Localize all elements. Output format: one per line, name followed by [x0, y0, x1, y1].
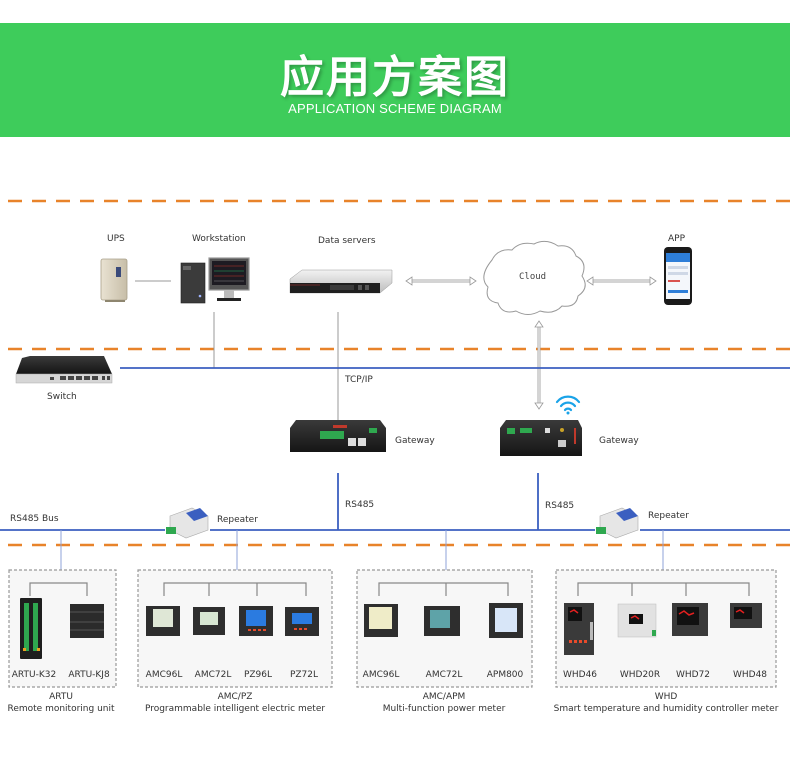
artu-k32-icon — [20, 598, 42, 659]
amc72l-power-meter-icon — [424, 606, 460, 636]
rs485-right-label: RS485 — [545, 501, 574, 511]
mobile-app-icon — [664, 247, 692, 305]
header-banner: 应用方案图 APPLICATION SCHEME DIAGRAM — [0, 23, 790, 137]
pz72l-meter-icon — [285, 607, 319, 636]
device-label: PZ72L — [290, 670, 318, 680]
data-server-icon — [289, 269, 393, 294]
data-servers-label: Data servers — [318, 236, 376, 246]
apm800-meter-icon — [489, 603, 523, 638]
whd20r-controller-icon — [617, 603, 657, 638]
gateway-left-label: Gateway — [395, 436, 435, 446]
group-description: Smart temperature and humidity controlle… — [554, 704, 779, 714]
device-label: PZ96L — [244, 670, 272, 680]
cloud-app-arrow-icon — [586, 276, 657, 286]
gateway-left-icon — [290, 420, 386, 452]
device-label: WHD72 — [676, 670, 710, 680]
whd46-controller-icon — [564, 603, 594, 655]
group-description: Remote monitoring unit — [7, 704, 114, 714]
whd48-controller-icon — [730, 603, 762, 628]
ups-icon — [100, 258, 128, 302]
bracket-amc-apm — [378, 582, 509, 596]
group-description: Multi-function power meter — [383, 704, 506, 714]
group-name: AMC/APM — [423, 692, 466, 702]
server-cloud-arrow-icon — [405, 276, 477, 286]
page-title: 应用方案图 — [280, 52, 510, 103]
repeater-left-label: Repeater — [217, 515, 258, 525]
bracket-whd — [577, 582, 750, 596]
workstation-label: Workstation — [192, 234, 246, 244]
cloud-gateway-arrow-icon — [534, 320, 544, 410]
ups-label: UPS — [107, 234, 125, 244]
group-name: WHD — [655, 692, 678, 702]
workstation-icon — [180, 257, 250, 304]
app-label: APP — [668, 234, 686, 244]
repeater-right-icon — [596, 507, 639, 539]
network-switch-icon — [15, 356, 113, 384]
device-label: AMC96L — [363, 670, 400, 680]
device-label: WHD46 — [563, 670, 597, 680]
device-label: WHD20R — [620, 670, 660, 680]
cloud-icon — [483, 240, 586, 315]
group-name: AMC/PZ — [218, 692, 253, 702]
device-label: ARTU-KJ8 — [68, 670, 110, 680]
page-subtitle: APPLICATION SCHEME DIAGRAM — [288, 101, 502, 116]
bracket-amc-pz — [163, 582, 307, 596]
group-name: ARTU — [49, 692, 73, 702]
device-label: WHD48 — [733, 670, 767, 680]
device-label: ARTU-K32 — [12, 670, 56, 680]
gateway-right-label: Gateway — [599, 436, 639, 446]
rs485-bus-label: RS485 Bus — [10, 514, 59, 524]
wifi-icon — [555, 395, 581, 415]
amc96l-power-meter-icon — [364, 604, 398, 637]
pz96l-meter-icon — [239, 606, 273, 636]
amc96l-meter-icon — [146, 606, 180, 636]
device-label: APM800 — [487, 670, 524, 680]
repeater-right-label: Repeater — [648, 511, 689, 521]
device-label: AMC72L — [426, 670, 463, 680]
device-label: AMC72L — [195, 670, 232, 680]
rs485-left-label: RS485 — [345, 500, 374, 510]
amc72l-meter-icon — [193, 607, 225, 635]
device-label: AMC96L — [146, 670, 183, 680]
repeater-left-icon — [166, 507, 209, 539]
cloud-label: Cloud — [519, 272, 546, 282]
whd72-controller-icon — [672, 603, 708, 636]
bracket-artu — [29, 582, 88, 596]
switch-label: Switch — [47, 392, 77, 402]
gateway-right-icon — [500, 420, 582, 456]
tcpip-label: TCP/IP — [344, 375, 373, 385]
group-description: Programmable intelligent electric meter — [145, 704, 325, 714]
artu-kj8-icon — [70, 604, 104, 638]
